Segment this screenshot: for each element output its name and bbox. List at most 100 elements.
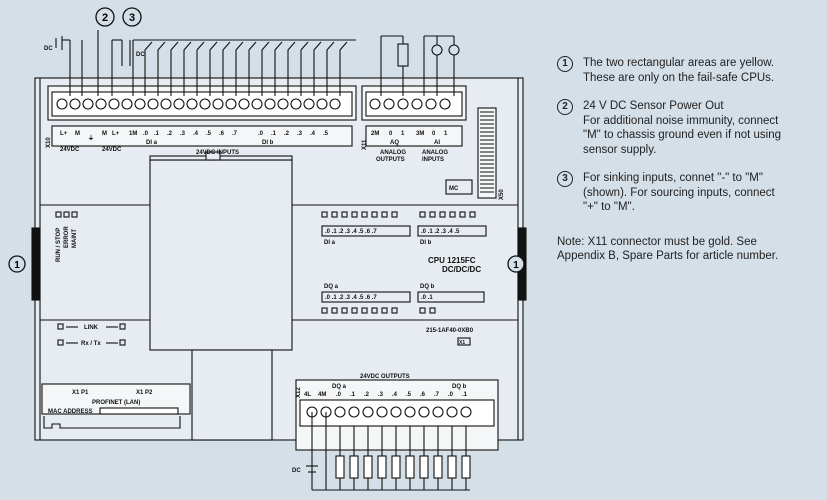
di-b-label: DI b	[262, 140, 274, 146]
link-label: LINK	[84, 325, 99, 331]
x11-2m: 2M	[371, 131, 379, 137]
note-2-marker: 2	[557, 99, 573, 115]
dq-leds	[321, 307, 436, 314]
ground-icon: ⏚	[88, 135, 94, 142]
note-3-line-1: For sinking inputs, connet "-" to "M"	[583, 172, 763, 184]
inputs-title: 24VDC INPUTS	[196, 150, 239, 156]
note-2-line-1: 24 V DC Sensor Power Out	[583, 100, 724, 112]
x1-p2-label: X1 P2	[136, 390, 153, 396]
svg-text:.6: .6	[420, 392, 426, 398]
callout-2: 2	[95, 7, 115, 27]
x11-ai0: 0	[432, 131, 436, 137]
svg-text:.0: .0	[336, 392, 342, 398]
callout-3-label: 3	[129, 12, 135, 24]
maint-led-label: MAINT	[72, 229, 78, 248]
callout-1-left: 1	[8, 255, 26, 273]
x12-id: X12	[296, 387, 302, 398]
note-3-line-3: "+" to "M".	[583, 201, 635, 213]
note-2-line-2: For additional noise immunity, connect	[583, 114, 779, 127]
svg-text:.7: .7	[434, 392, 440, 398]
di-leds	[321, 211, 476, 218]
x12-4l: 4L	[304, 392, 311, 398]
x10-lplus2: L+	[112, 131, 120, 137]
callout-1-right: 1	[507, 255, 525, 273]
final-note-line-2: Appendix B, Spare Parts for article numb…	[557, 250, 779, 262]
x10-lplus: L+	[60, 131, 68, 137]
dc-label-mid: DC	[136, 52, 145, 58]
x1-small-label: X1	[459, 340, 465, 346]
dq-a-label: DQ a	[324, 284, 339, 290]
di-b-row-label: DI b	[420, 240, 432, 246]
x10-24vdc-1: 24VDC	[60, 147, 80, 153]
note-3: 3 For sinking inputs, connet "-" to "M" …	[557, 171, 819, 215]
di-a-row-label: DI a	[324, 240, 336, 246]
note-3-marker: 3	[557, 171, 573, 187]
cpu-wiring-diagram: 2 3 1 1 DC DC X10 L+ M ⏚ 24VDC M L+ 24VD…	[8, 7, 527, 491]
svg-text:.1: .1	[271, 131, 277, 137]
di-a-label: DI a	[146, 140, 158, 146]
x11-3m: 3M	[416, 131, 424, 137]
x11-id: X11	[362, 139, 368, 150]
final-note-line-1: Note: X11 connector must be gold. See	[557, 235, 757, 248]
svg-text:.3: .3	[297, 131, 303, 137]
callout-2-label: 2	[102, 12, 108, 24]
note-1-line-1: The two rectangular areas are yellow.	[583, 57, 775, 69]
x10-24vdc-2: 24VDC	[102, 147, 122, 153]
callout-1-right-label: 1	[513, 260, 519, 271]
svg-text:.7: .7	[232, 131, 238, 137]
terminals-x11	[369, 98, 451, 110]
dc-label-left: DC	[44, 46, 53, 52]
x11-inputs: INPUTS	[422, 157, 444, 163]
terminals-x10	[56, 98, 341, 110]
svg-text:.1: .1	[462, 392, 468, 398]
x11-outputs: OUTPUTS	[376, 157, 405, 163]
x10-id: X10	[46, 137, 52, 148]
profinet-label: PROFINET (LAN)	[92, 400, 140, 406]
svg-text:.5: .5	[406, 392, 412, 398]
article-number: 215-1AF40-0XB0	[426, 328, 474, 334]
svg-text:.1: .1	[350, 392, 356, 398]
x11-aq: AQ	[390, 140, 399, 146]
dq-b-row: .0 .1	[421, 295, 433, 301]
cpu-type: DC/DC/DC	[442, 265, 481, 274]
error-led-label: ERROR	[64, 226, 70, 248]
svg-text:.5: .5	[206, 131, 212, 137]
di-1m: 1M	[129, 131, 137, 137]
di-a-row: .0 .1 .2 .3 .4 .5 .6 .7	[325, 229, 377, 235]
notes-panel: 1 The two rectangular areas are yellow. …	[557, 56, 819, 264]
x12-dqb: DQ b	[452, 384, 467, 390]
status-leds	[55, 211, 78, 218]
svg-text:.5: .5	[323, 131, 329, 137]
x11-ai: AI	[434, 140, 440, 146]
run-stop-led-label: RUN / STOP	[56, 228, 62, 262]
svg-text:.1: .1	[154, 131, 160, 137]
svg-text:.3: .3	[180, 131, 186, 137]
cpu-name: CPU 1215FC	[428, 256, 476, 265]
svg-text:.3: .3	[378, 392, 384, 398]
note-2-line-4: sensor supply.	[583, 143, 657, 156]
x1-p1-label: X1 P1	[72, 390, 89, 396]
di-a0: .0	[143, 131, 149, 137]
svg-text:.0: .0	[258, 131, 264, 137]
svg-text:.4: .4	[392, 392, 398, 398]
x11-analog-in: ANALOG	[422, 150, 448, 156]
x50-label: X50	[499, 189, 505, 200]
dq-a-row: .0 .1 .2 .3 .4 .5 .6 .7	[325, 295, 377, 301]
x10-m2: M	[102, 131, 107, 137]
callout-1-left-label: 1	[14, 260, 20, 271]
x11-ai1: 1	[444, 131, 448, 137]
mc-label: MC	[449, 186, 459, 192]
x10-m: M	[75, 131, 80, 137]
front-cover	[149, 159, 293, 351]
note-1-marker: 1	[557, 56, 573, 72]
x11-analog-out: ANALOG	[380, 150, 406, 156]
dc-label-bottom: DC	[292, 468, 301, 474]
note-1-line-2: These are only on the fail-safe CPUs.	[583, 71, 775, 84]
outputs-title: 24VDC OUTPUTS	[360, 374, 410, 380]
svg-text:.4: .4	[310, 131, 316, 137]
svg-text:.2: .2	[284, 131, 290, 137]
note-2-line-3: "M" to chassis ground even if not using	[583, 129, 782, 141]
note-1: 1 The two rectangular areas are yellow. …	[557, 56, 819, 85]
note-3-line-2: (shown). For sourcing inputs, connect	[583, 186, 775, 199]
